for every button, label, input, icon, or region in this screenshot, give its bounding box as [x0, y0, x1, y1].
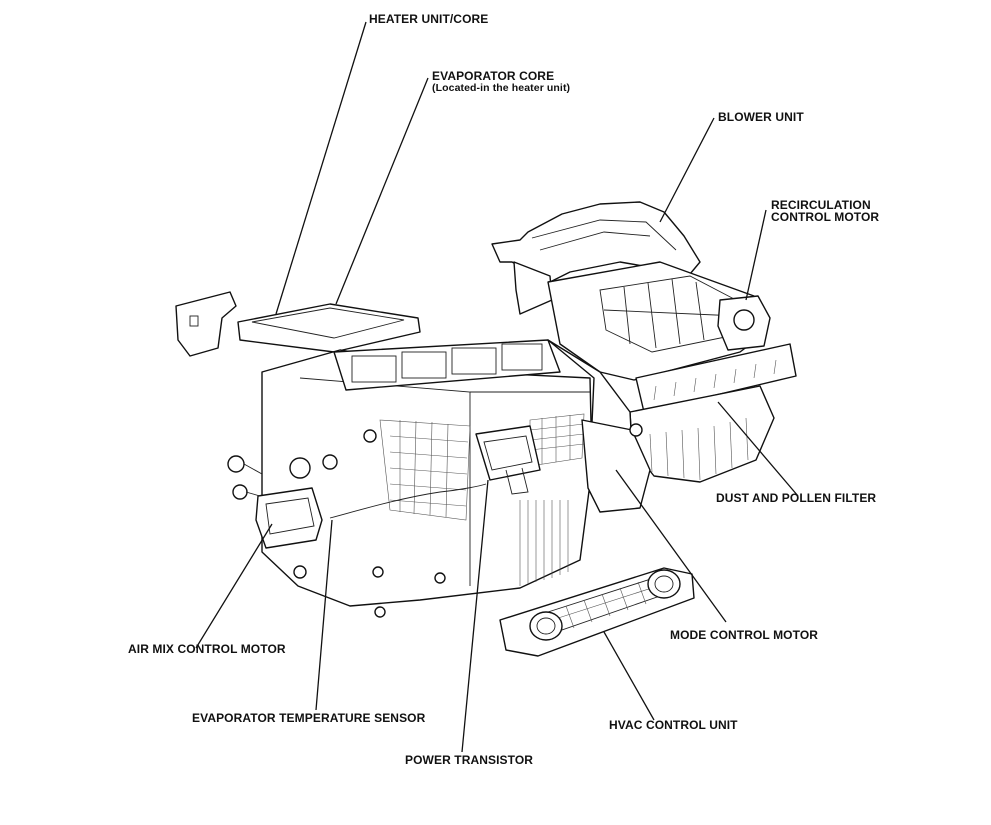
leader-evaporator-sensor	[315, 519, 333, 711]
leader-heater-unit	[275, 21, 367, 315]
label-blower-unit: BLOWER UNIT	[718, 110, 804, 124]
label-evaporator-temperature-sensor: EVAPORATOR TEMPERATURE SENSOR	[192, 711, 426, 725]
leader-evaporator-core	[335, 77, 429, 305]
label-hvac-control-unit: HVAC CONTROL UNIT	[609, 718, 738, 732]
label-evaporator-core-title: EVAPORATOR CORE	[432, 69, 555, 83]
label-recirculation-line2: CONTROL MOTOR	[771, 210, 880, 224]
power-transistor-drawing	[475, 425, 541, 495]
leader-air-mix-motor	[195, 523, 273, 649]
air-mix-control-motor-drawing	[227, 454, 338, 549]
leader-lines	[195, 21, 799, 753]
label-evaporator-core-note: (Located-in the heater unit)	[432, 82, 571, 94]
leader-dust-filter	[717, 401, 799, 497]
label-recirculation-line1: RECIRCULATION	[771, 198, 871, 212]
leader-hvac-control	[603, 631, 655, 721]
leader-power-transistor	[461, 479, 489, 753]
leader-blower-unit	[659, 117, 715, 223]
label-power-transistor: POWER TRANSISTOR	[405, 753, 534, 767]
label-air-mix-control-motor: AIR MIX CONTROL MOTOR	[128, 642, 286, 656]
blower-unit-drawing	[491, 201, 797, 513]
evaporator-sensor-wire	[329, 483, 487, 519]
leader-recirculation-motor	[745, 209, 767, 301]
label-dust-pollen-filter: DUST AND POLLEN FILTER	[716, 491, 877, 505]
label-recirculation-control-motor: RECIRCULATION CONTROL MOTOR	[771, 199, 879, 223]
hvac-control-unit-drawing	[499, 567, 695, 657]
label-evaporator-core: EVAPORATOR CORE (Located-in the heater u…	[432, 70, 570, 94]
heater-unit-drawing	[175, 291, 593, 618]
label-mode-control-motor: MODE CONTROL MOTOR	[670, 628, 819, 642]
leader-mode-motor	[615, 469, 727, 623]
label-heater-unit-core: HEATER UNIT/CORE	[369, 12, 489, 26]
